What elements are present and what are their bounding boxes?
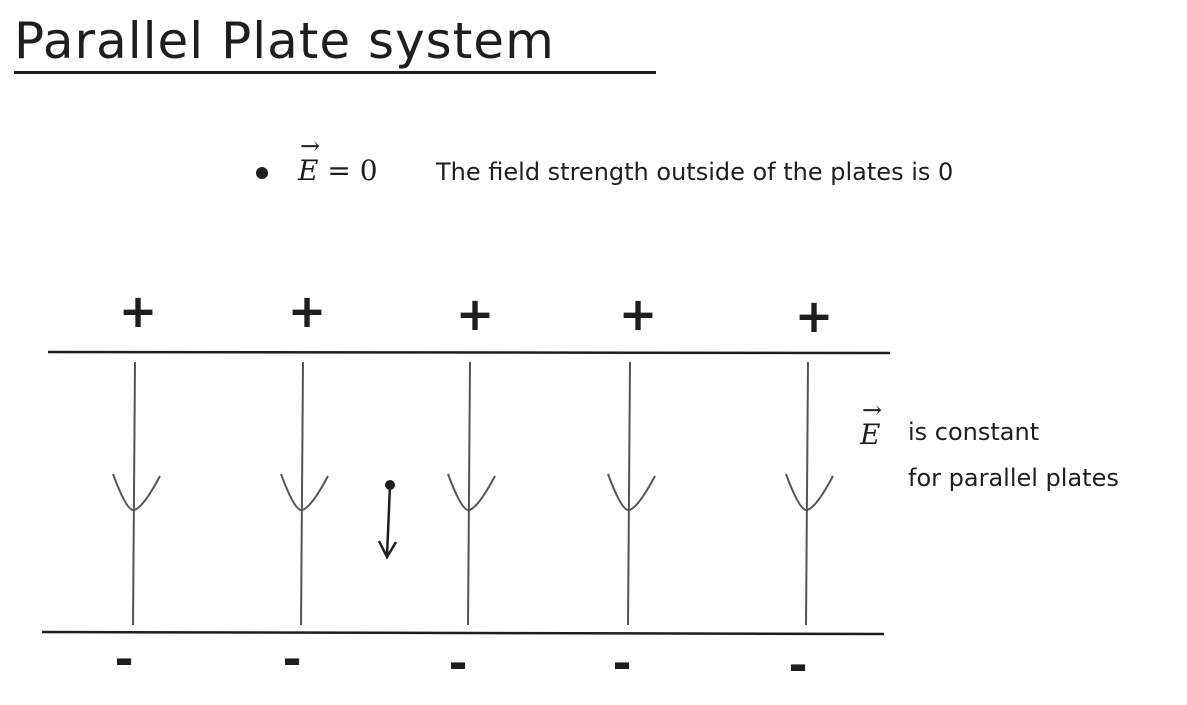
plus-charge: + [288, 284, 327, 338]
field-line [280, 361, 329, 626]
constant-note-line2: for parallel plates [908, 464, 1119, 492]
equation-rest: = 0 [318, 154, 378, 187]
arrowhead-icon [112, 473, 161, 512]
field-line [785, 361, 834, 626]
test-charge [377, 480, 398, 560]
minus-charge: - [788, 638, 807, 692]
minus-charge: - [282, 632, 301, 686]
constant-note-line1: is constant [908, 418, 1040, 446]
minus-charge: - [448, 636, 467, 690]
page-title: Parallel Plate system [14, 12, 555, 70]
minus-charge: - [612, 636, 631, 690]
arrowhead-icon [607, 473, 656, 512]
plus-charge: + [795, 289, 834, 343]
field-zero-equation: E = 0 [298, 132, 378, 187]
e-vector-symbol-2: E [860, 396, 883, 451]
arrowhead-icon [785, 473, 834, 512]
arrowhead-icon [280, 473, 329, 512]
field-line [607, 361, 656, 626]
e-constant-symbol: E [860, 396, 883, 451]
bullet-dot [256, 167, 268, 179]
top-plate [47, 350, 891, 355]
plus-charge: + [119, 284, 158, 338]
e-vector-symbol: E [298, 132, 321, 187]
title-underline [14, 71, 656, 74]
plus-charge: + [619, 287, 658, 341]
arrowhead-icon [447, 473, 496, 512]
field-outside-note: The field strength outside of the plates… [436, 158, 954, 186]
bottom-plate [41, 630, 885, 636]
field-line [112, 361, 161, 626]
field-line [447, 361, 496, 626]
minus-charge: - [114, 632, 133, 686]
plus-charge: + [456, 287, 495, 341]
